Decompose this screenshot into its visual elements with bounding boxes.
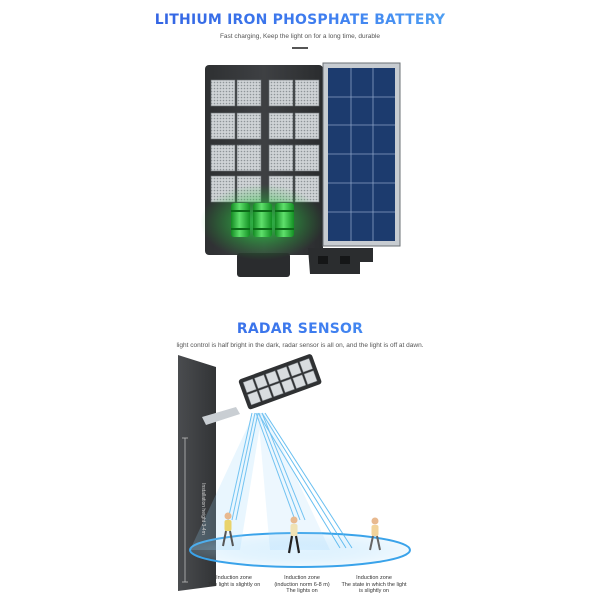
title-divider xyxy=(292,47,308,49)
induction-zone-ring xyxy=(189,532,411,568)
battery-section-subtitle: Fast charging, Keep the light on for a l… xyxy=(219,33,381,40)
zone-right-line1: Induction zone xyxy=(356,575,392,581)
solar-panel xyxy=(308,62,401,274)
radar-section-subtitle: light control is half bright in the dark… xyxy=(176,342,424,349)
person-right xyxy=(369,517,381,551)
radar-beams xyxy=(227,412,353,549)
battery-cells xyxy=(231,203,294,237)
zone-center-line2: (induction norm 6-8 m) xyxy=(274,581,330,588)
street-light-product-image xyxy=(200,62,401,277)
zone-center-line3: The lights on xyxy=(286,588,318,594)
zone-right-line3: is slightly on xyxy=(359,588,389,594)
zone-center-line1: Induction zone xyxy=(284,575,320,581)
zone-left-line2: The light is slightly on xyxy=(207,581,261,588)
zone-right-line2: The state in which the light xyxy=(341,581,407,588)
zone-label-center: Induction zone (induction norm 6-8 m) Th… xyxy=(262,575,342,595)
zone-label-right: Induction zone The state in which the li… xyxy=(334,575,414,595)
street-lamp xyxy=(238,354,322,410)
wall xyxy=(178,355,216,591)
person-left xyxy=(222,512,234,547)
zone-label-left: Induction zone The light is slightly on xyxy=(194,575,274,588)
lamp-arm xyxy=(202,407,240,425)
battery-section-title: LITHIUM IRON PHOSPHATE BATTERY xyxy=(0,12,600,28)
installation-height-label: Installation height 3-4m xyxy=(200,483,206,535)
radar-illustration xyxy=(178,354,411,591)
led-module-grid xyxy=(210,79,320,203)
radar-section-title: RADAR SENSOR xyxy=(0,321,600,337)
zone-left-line1: Induction zone xyxy=(216,575,252,581)
person-center xyxy=(287,516,301,554)
